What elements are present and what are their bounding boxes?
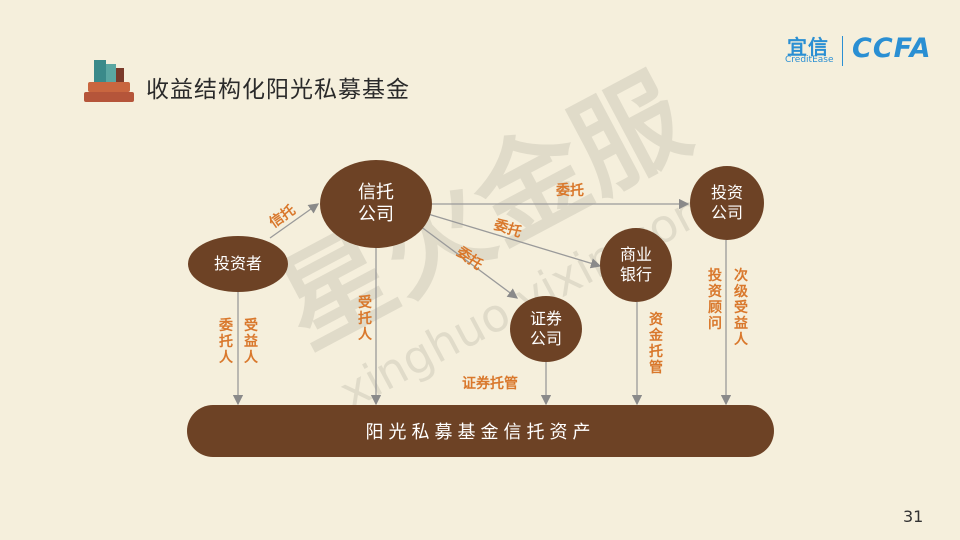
label-investment-advisor: 投 资 顾 问 [708, 268, 722, 332]
arrow-trust-bank [427, 213, 602, 269]
label-subordinate-beneficiary: 次 级 受 益 人 [734, 268, 748, 348]
page-number: 31 [903, 507, 924, 526]
label-principal: 委 托 人 [219, 318, 233, 366]
node-investor: 投资者 [188, 236, 288, 292]
node-securities-label: 证券 公司 [529, 309, 562, 348]
node-trust-label: 信托 公司 [358, 181, 394, 226]
creditease-logo-en: CreditEase [785, 55, 834, 65]
books-icon [84, 60, 134, 102]
trust-assets-label: 阳光私募基金信托资产 [365, 422, 596, 443]
label-securities-custody: 证券托管 [462, 376, 518, 392]
node-securities-company: 证券 公司 [510, 296, 582, 362]
page-title: 收益结构化阳光私募基金 [146, 77, 410, 103]
label-trustee: 受 托 人 [358, 295, 372, 343]
creditease-logo: 宜信 [787, 35, 829, 59]
arrow-investor-trust [269, 203, 320, 239]
node-bank-label: 商业 银行 [619, 245, 652, 284]
node-commercial-bank: 商业 银行 [600, 228, 672, 302]
node-investor-label: 投资者 [213, 254, 262, 273]
label-fund-custody: 资 金 托 管 [649, 312, 663, 376]
label-trust-advisor: 委托 [556, 183, 584, 199]
node-advisor-label: 投资 公司 [710, 183, 743, 222]
label-beneficiary: 受 益 人 [244, 318, 258, 366]
ccfa-logo: CCFA [852, 33, 932, 64]
node-investment-company: 投资 公司 [690, 166, 764, 240]
arrow-trust-securities [419, 225, 519, 299]
logo-divider [842, 36, 843, 66]
node-trust-company: 信托 公司 [320, 160, 432, 248]
trust-assets-bar: 阳光私募基金信托资产 [187, 405, 774, 457]
